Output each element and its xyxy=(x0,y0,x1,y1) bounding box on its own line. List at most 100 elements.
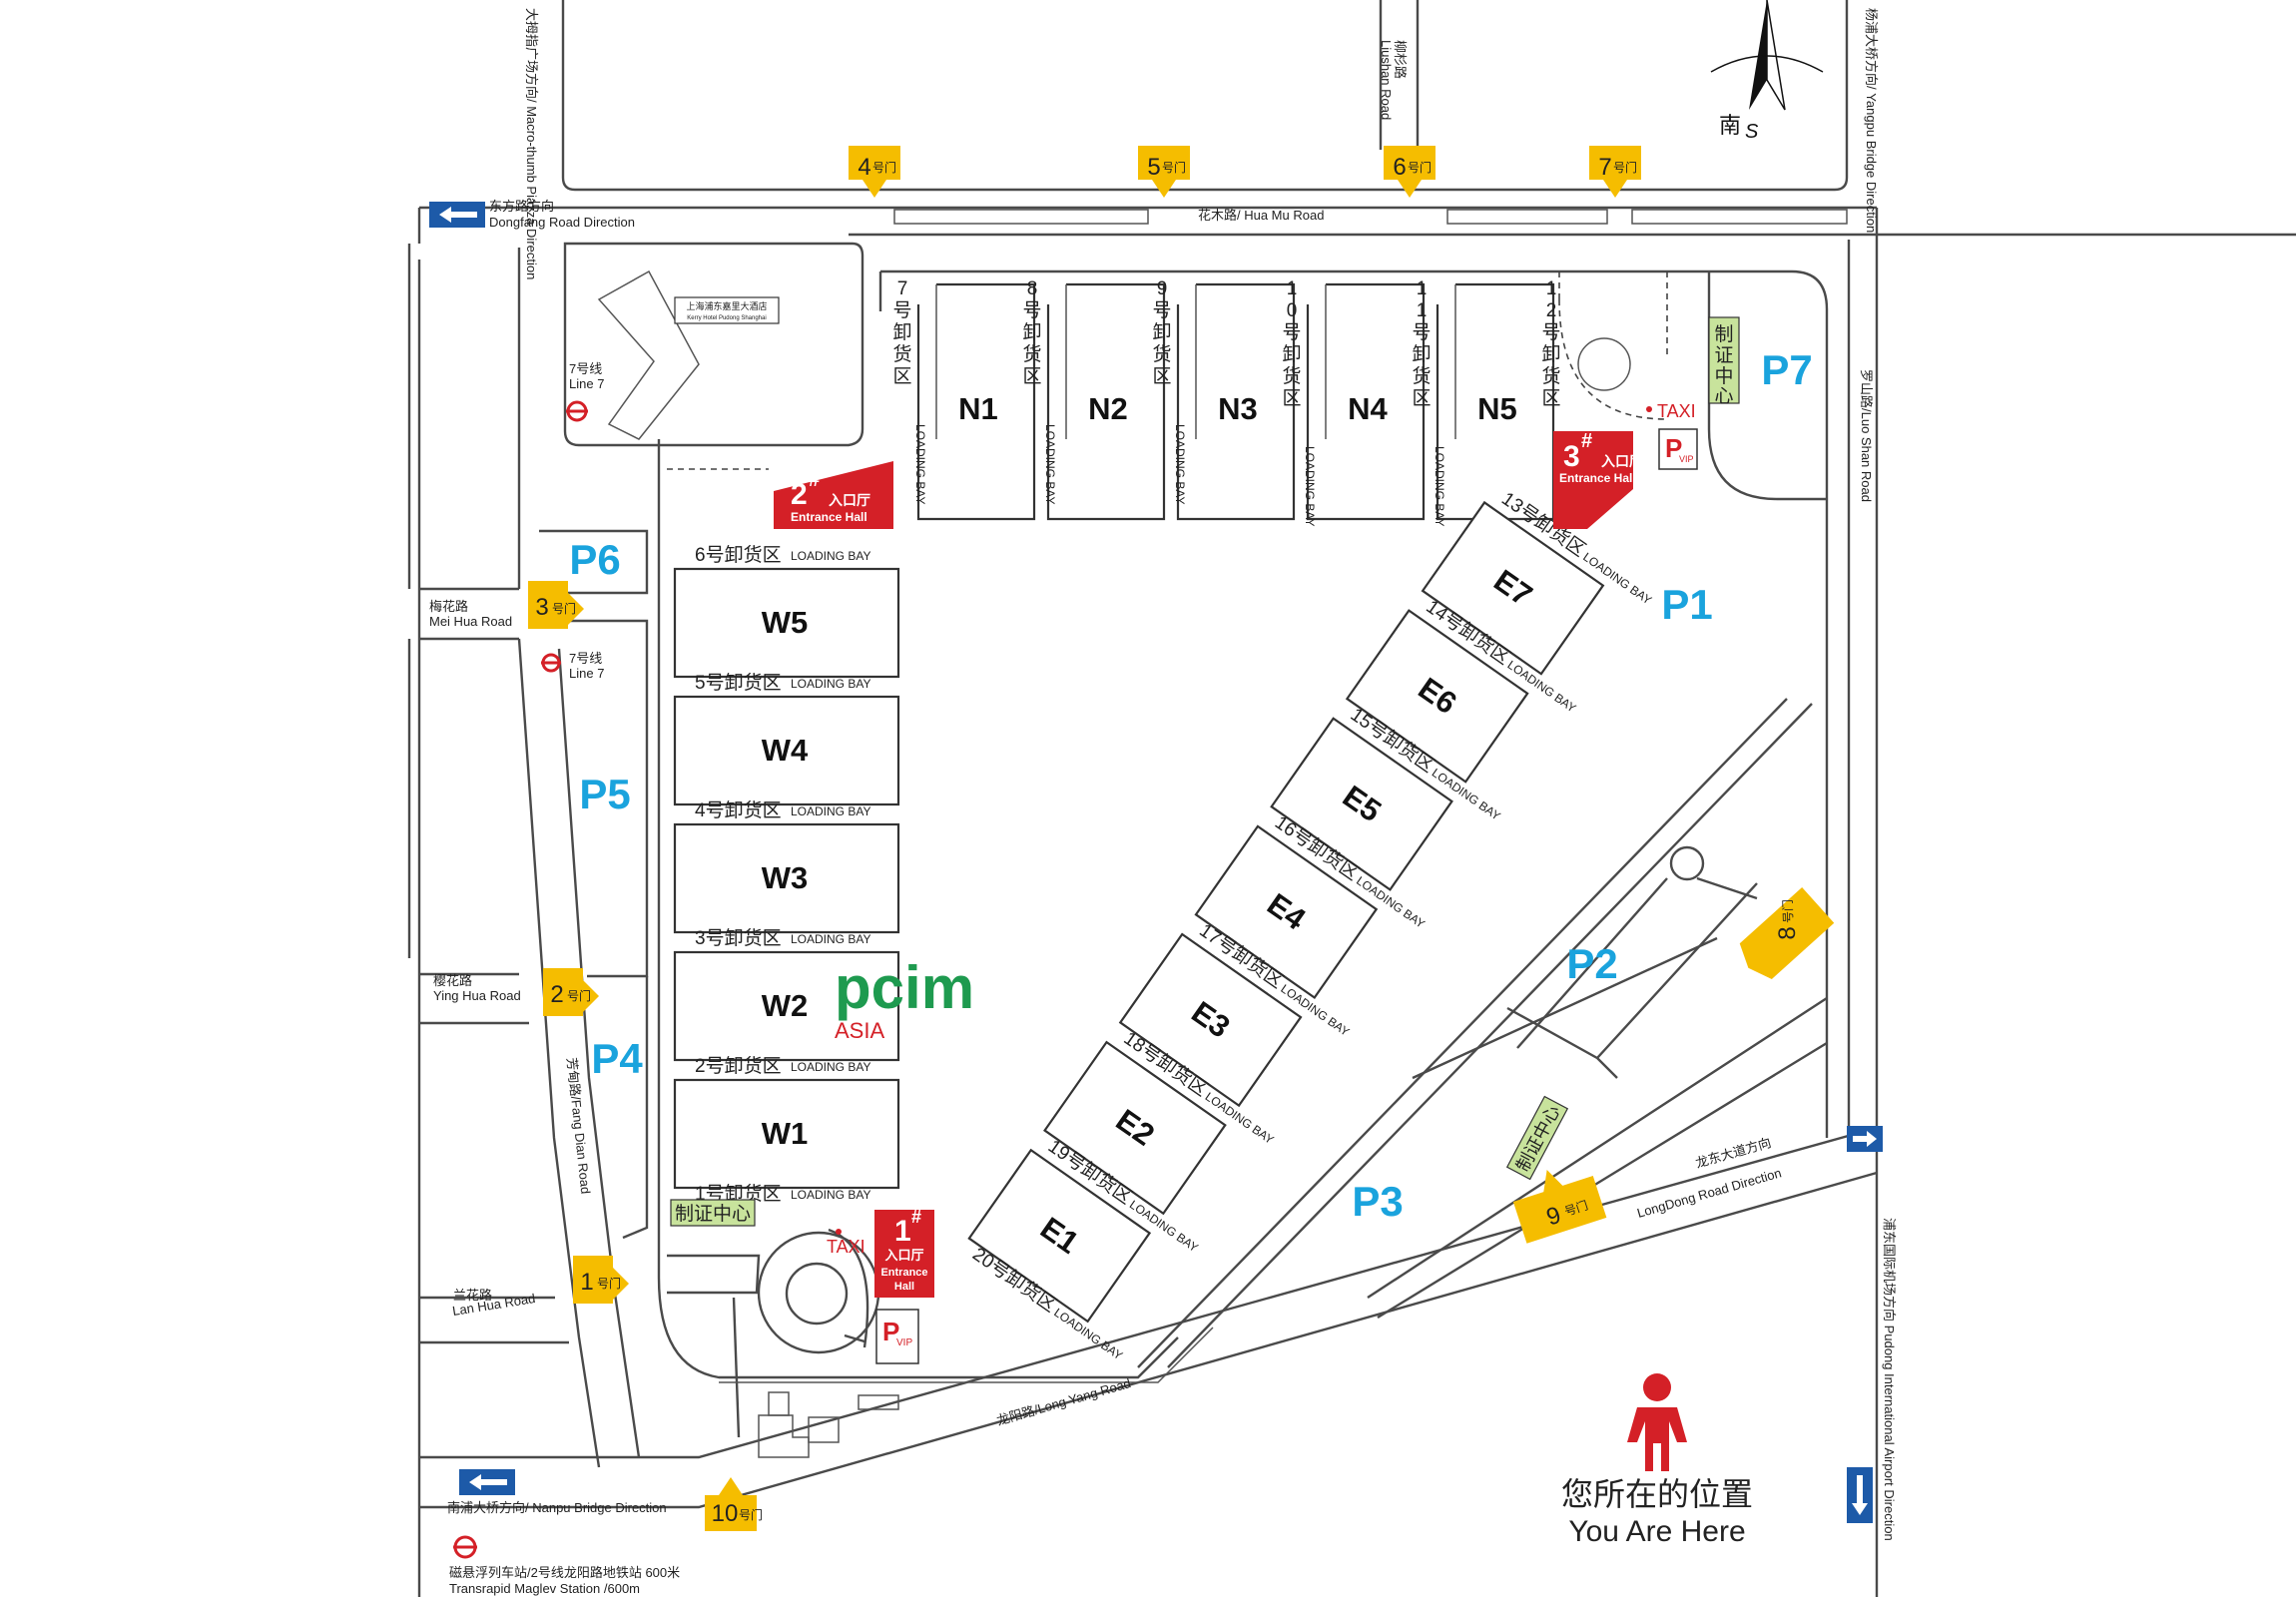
svg-text:#: # xyxy=(809,469,820,491)
parking-p2[interactable]: P2 xyxy=(1566,940,1617,987)
svg-text:LOADING BAY: LOADING BAY xyxy=(1173,424,1187,504)
hall-name: N2 xyxy=(1088,391,1128,426)
taxi-stand-1: TAXI xyxy=(827,1229,865,1257)
svg-text:卸: 卸 xyxy=(892,321,911,343)
svg-text:号门: 号门 xyxy=(597,1276,621,1291)
svg-text:3号卸货区: 3号卸货区 xyxy=(695,927,782,949)
hall-w5[interactable]: W5 xyxy=(673,567,900,679)
hall-n1[interactable]: N1 xyxy=(916,282,1036,521)
hall-w3[interactable]: W3 xyxy=(673,822,900,934)
svg-text:#: # xyxy=(1581,430,1592,452)
you-are-here-cn: 您所在的位置 xyxy=(1561,1476,1753,1512)
svg-text:证: 证 xyxy=(1714,344,1733,366)
svg-text:东方路方向: 东方路方向 xyxy=(489,199,554,214)
hall-w1[interactable]: W1 xyxy=(673,1078,900,1190)
cert-center-north[interactable]: 制 证 中 心 xyxy=(1708,316,1740,407)
gate-9[interactable]: 9 号门 xyxy=(1507,1157,1607,1244)
entrance-hall-3[interactable]: 3 # 入口厅 Entrance Hall xyxy=(1553,430,1643,529)
svg-text:号门: 号门 xyxy=(1613,160,1637,175)
gate-2[interactable]: 2 号门 xyxy=(543,968,599,1016)
hall-name: N3 xyxy=(1218,391,1258,426)
entrance-hall-2[interactable]: 2 # 入口厅 Entrance Hall xyxy=(774,461,893,529)
svg-text:区: 区 xyxy=(1152,366,1171,387)
hall-e2[interactable]: E2 xyxy=(1043,1040,1227,1216)
svg-text:罗山路/Luo Shan Road: 罗山路/Luo Shan Road xyxy=(1859,369,1874,502)
hall-n5[interactable]: N5 xyxy=(1435,282,1555,521)
svg-text:货: 货 xyxy=(1152,343,1171,365)
hall-n4[interactable]: N4 xyxy=(1306,282,1426,521)
svg-text:7号线: 7号线 xyxy=(569,651,602,666)
parking-p5[interactable]: P5 xyxy=(579,771,630,817)
svg-text:LOADING BAY: LOADING BAY xyxy=(1433,446,1446,526)
airport-sign xyxy=(1847,1467,1873,1523)
svg-text:6: 6 xyxy=(1393,154,1406,181)
svg-text:Kerry Hotel Pudong Shanghai: Kerry Hotel Pudong Shanghai xyxy=(687,315,766,321)
hall-e6[interactable]: E6 xyxy=(1345,609,1529,784)
hall-e5[interactable]: E5 xyxy=(1270,717,1453,891)
cert-center-west[interactable]: 制证中心 xyxy=(670,1199,756,1227)
hall-n2[interactable]: N2 xyxy=(1046,282,1166,521)
gate-1[interactable]: 1 号门 xyxy=(573,1256,629,1304)
parking-p7[interactable]: P7 xyxy=(1761,346,1812,393)
svg-text:卸: 卸 xyxy=(1152,321,1171,343)
maglev-icon xyxy=(453,1535,477,1559)
vip-parking-1[interactable]: P VIP xyxy=(875,1309,919,1364)
svg-text:1: 1 xyxy=(1417,300,1428,321)
kerry-hotel: 上海浦东嘉里大酒店 Kerry Hotel Pudong Shanghai xyxy=(674,296,780,324)
svg-text:VIP: VIP xyxy=(896,1337,912,1348)
gate-5[interactable]: 5 号门 xyxy=(1138,146,1190,198)
parking-p6[interactable]: P6 xyxy=(569,536,620,583)
parking-p3[interactable]: P3 xyxy=(1352,1178,1403,1225)
hall-name: N1 xyxy=(958,391,998,426)
cert-center-east[interactable]: 制证中心 xyxy=(1505,1095,1569,1181)
vip-parking-3[interactable]: P VIP xyxy=(1658,428,1698,470)
svg-text:LongDong Road Direction: LongDong Road Direction xyxy=(1635,1165,1783,1221)
hall-e1[interactable]: E1 xyxy=(967,1148,1152,1324)
svg-text:梅花路: 梅花路 xyxy=(429,599,468,614)
svg-text:区: 区 xyxy=(1022,366,1041,387)
svg-text:制: 制 xyxy=(1714,323,1733,345)
svg-text:杨浦大桥方向/ Yangpu Bridge Directio: 杨浦大桥方向/ Yangpu Bridge Direction xyxy=(1864,8,1879,233)
svg-text:入口厅: 入口厅 xyxy=(829,492,870,508)
svg-text:号: 号 xyxy=(1412,322,1431,343)
svg-text:号门: 号门 xyxy=(739,1507,763,1522)
svg-text:VIP: VIP xyxy=(1679,454,1694,464)
gate-10[interactable]: 10 号门 xyxy=(705,1477,763,1531)
you-are-here-marker[interactable]: 您所在的位置 You Are Here xyxy=(1561,1373,1753,1548)
svg-text:卸: 卸 xyxy=(1412,343,1431,365)
compass: 南 S xyxy=(1710,0,1824,143)
svg-text:7: 7 xyxy=(1598,154,1611,181)
gate-8[interactable]: 8 号门 xyxy=(1725,879,1835,985)
taxi-stand-3: TAXI xyxy=(1646,401,1696,421)
hall-e7[interactable]: E7 xyxy=(1421,500,1605,676)
hall-e3[interactable]: E3 xyxy=(1118,932,1303,1108)
svg-text:制证中心: 制证中心 xyxy=(675,1203,751,1225)
svg-text:中: 中 xyxy=(1714,365,1733,387)
svg-text:6号卸货区: 6号卸货区 xyxy=(695,544,782,566)
metro-station-meihua: 7号线 Line 7 xyxy=(541,651,604,681)
hall-name: N4 xyxy=(1348,391,1388,426)
svg-text:1: 1 xyxy=(580,1269,593,1296)
svg-text:Liushan Road: Liushan Road xyxy=(1379,40,1394,120)
svg-text:Line 7: Line 7 xyxy=(569,376,604,391)
hall-w4[interactable]: W4 xyxy=(673,695,900,806)
gate-3[interactable]: 3 号门 xyxy=(528,581,584,629)
svg-text:号: 号 xyxy=(1152,300,1171,321)
svg-text:pcim: pcim xyxy=(835,954,974,1021)
gate-4[interactable]: 4 号门 xyxy=(849,146,900,198)
parking-p1[interactable]: P1 xyxy=(1661,581,1712,628)
hall-w2[interactable]: W2 xyxy=(673,950,900,1062)
hall-e4[interactable]: E4 xyxy=(1194,824,1379,1000)
dongfang-sign xyxy=(429,202,485,228)
parking-p4[interactable]: P4 xyxy=(591,1035,643,1082)
entrance-hall-1[interactable]: 1 # 入口厅 Entrance Hall xyxy=(874,1207,934,1298)
svg-text:0: 0 xyxy=(1287,300,1298,321)
gate-6[interactable]: 6 号门 xyxy=(1384,146,1435,198)
pcim-asia-logo: pcim ASIA xyxy=(835,954,974,1043)
gate-7[interactable]: 7 号门 xyxy=(1589,146,1641,198)
hall-n3[interactable]: N3 xyxy=(1176,282,1296,521)
